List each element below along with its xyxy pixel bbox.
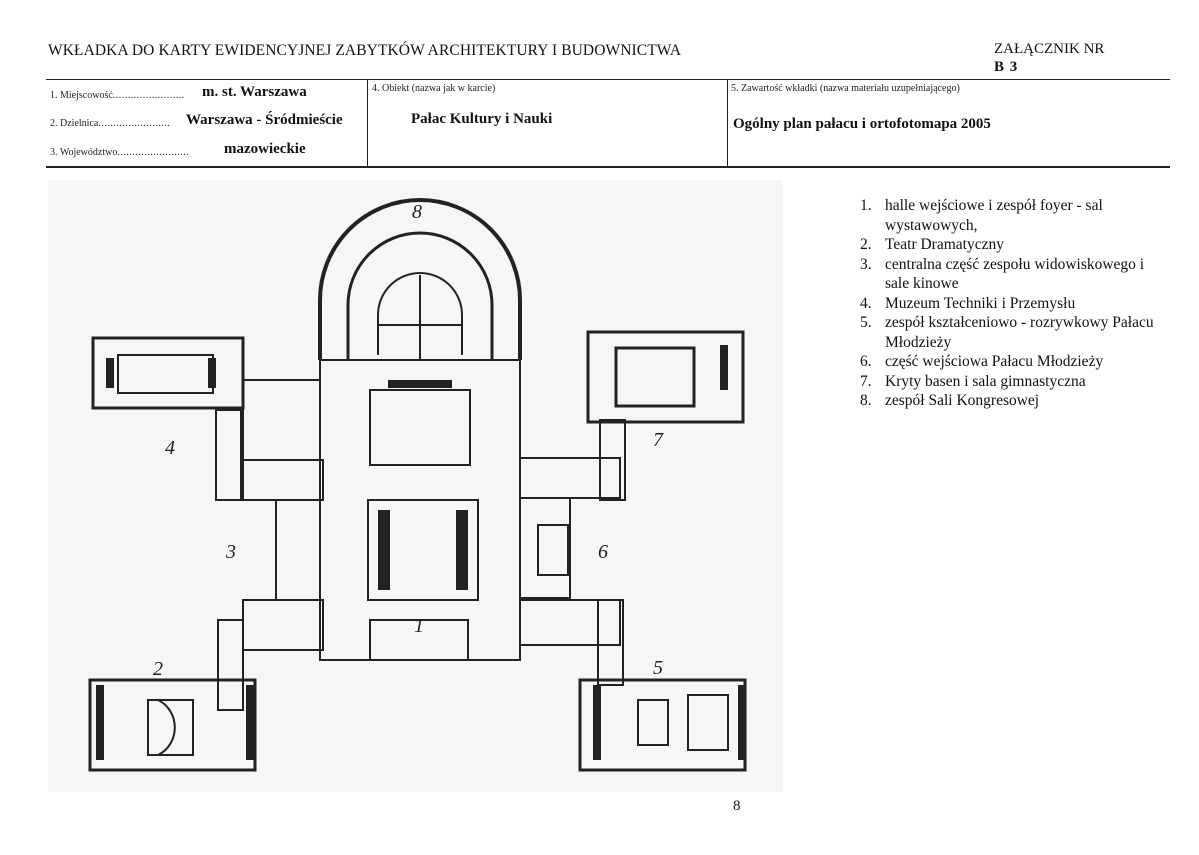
legend-item: 6.część wejściowa Pałacu Młodzieży (860, 353, 1104, 370)
object-label: 4. Obiekt (nazwa jak w karcie) (372, 83, 496, 94)
floor-plan-image: 1 2 3 4 5 6 7 8 (48, 180, 783, 792)
plan-label-1: 1 (414, 615, 424, 637)
object-value: Pałac Kultury i Nauki (411, 111, 553, 127)
header-rule-top (46, 79, 1170, 80)
legend-item: 7.Kryty basen i sala gimnastyczna (860, 372, 1086, 390)
legend-item: 8.zespół Sali Kongresowej (860, 392, 1040, 409)
header-divider-1 (367, 80, 368, 166)
plan-label-6: 6 (598, 541, 608, 563)
district-label: 2. Dzielnica........................ (50, 118, 171, 129)
legend-item: 2.Teatr Dramatyczny (860, 236, 1004, 253)
annex-label: ZAŁĄCZNIK NR (994, 41, 1105, 57)
plan-label-8: 8 (412, 201, 422, 223)
legend-item: 4.Muzeum Techniki i Przemysłu (860, 294, 1076, 312)
plan-label-3: 3 (225, 541, 236, 563)
content-value: Ogólny plan pałacu i ortofotomapa 2005 (733, 116, 991, 132)
header-rule-bottom (46, 166, 1170, 168)
plan-label-4: 4 (165, 437, 175, 459)
legend-list: 1.halle wejściowe i zespół foyer - sal w… (860, 196, 1160, 411)
plan-label-2: 2 (153, 658, 163, 680)
locality-value: m. st. Warszawa (202, 84, 307, 100)
document-title: WKŁADKA DO KARTY EWIDENCYJNEJ ZABYTKÓW A… (48, 42, 682, 59)
district-value: Warszawa - Śródmieście (186, 112, 343, 128)
legend-item: 1.halle wejściowe i zespół foyer - sal w… (860, 197, 1103, 234)
header-divider-2 (727, 80, 728, 166)
annex-label-block: ZAŁĄCZNIK NR B 3 (994, 40, 1124, 76)
content-label: 5. Zawartość wkładki (nazwa materiału uz… (731, 83, 960, 94)
legend-item: 5.zespół kształceniowo - rozrywkowy Pała… (860, 314, 1154, 351)
legend-item: 3.centralna część zespołu widowiskowego … (860, 255, 1145, 293)
floor-plan-drawing: 1 2 3 4 5 6 7 8 (88, 198, 747, 772)
voivodeship-value: mazowieckie (224, 141, 306, 157)
locality-label: 1. Miejscowość........................ (50, 90, 185, 101)
voivodeship-label: 3. Województwo........................ (50, 147, 190, 158)
plan-label-7: 7 (653, 429, 664, 451)
page-number: 8 (733, 798, 741, 814)
plan-label-5: 5 (653, 657, 663, 679)
annex-number: B 3 (994, 59, 1019, 75)
